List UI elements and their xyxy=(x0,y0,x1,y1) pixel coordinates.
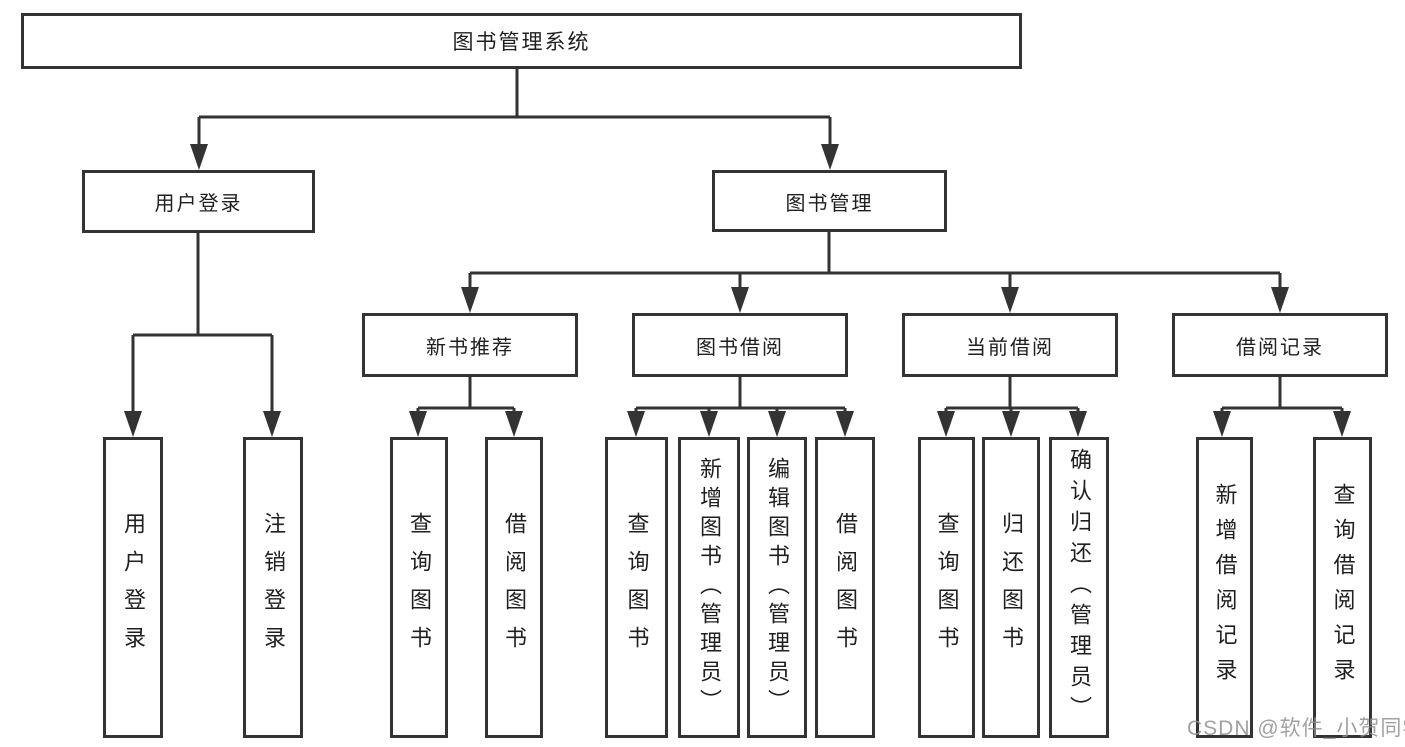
node-new-book-recommend: 新书推荐 xyxy=(362,313,578,377)
leaf-label: 查询借阅记录 xyxy=(1330,482,1356,693)
leaf-nb-borrow-book: 借阅图书 xyxy=(485,437,543,738)
leaf-cb-confirm-return-admin: 确认归还（管理员） xyxy=(1049,437,1109,738)
leaf-br-query-borrow-record: 查询借阅记录 xyxy=(1313,437,1372,738)
csdn-watermark: CSDN @软件_小贺同学 xyxy=(1187,717,1405,740)
node-label: 图书借阅 xyxy=(696,336,784,359)
leaf-label: 查询图书 xyxy=(934,511,960,664)
leaf-label: 查询图书 xyxy=(407,511,432,664)
leaf-bb-edit-book-admin: 编辑图书（管理员） xyxy=(747,437,807,738)
leaf-label: 注销登录 xyxy=(261,511,286,664)
node-current-borrow: 当前借阅 xyxy=(902,313,1118,377)
node-label: 新书推荐 xyxy=(426,336,514,359)
node-borrow-record: 借阅记录 xyxy=(1172,313,1388,377)
node-label: 图书管理 xyxy=(785,192,874,215)
leaf-label: 用户登录 xyxy=(121,511,146,664)
node-label: 图书管理系统 xyxy=(452,31,591,54)
leaf-label: 归还图书 xyxy=(999,511,1024,664)
node-user-login: 用户登录 xyxy=(82,170,315,233)
node-label: 借阅记录 xyxy=(1236,336,1324,359)
node-label: 当前借阅 xyxy=(966,336,1054,359)
node-book-borrow: 图书借阅 xyxy=(632,313,848,377)
leaf-cb-query-book: 查询图书 xyxy=(918,437,975,738)
leaf-cb-return-book: 归还图书 xyxy=(982,437,1040,738)
leaf-label: 编辑图书（管理员） xyxy=(765,457,790,718)
leaf-bb-query-book: 查询图书 xyxy=(605,437,668,738)
node-library-management-system: 图书管理系统 xyxy=(21,13,1022,69)
node-book-management: 图书管理 xyxy=(712,170,947,232)
leaf-bb-borrow-book: 借阅图书 xyxy=(815,437,875,738)
leaf-label: 新增借阅记录 xyxy=(1212,482,1238,693)
leaf-label: 借阅图书 xyxy=(833,511,858,664)
leaf-bb-add-book-admin: 新增图书（管理员） xyxy=(678,437,740,738)
leaf-logout-login: 注销登录 xyxy=(243,437,303,738)
leaf-nb-query-book: 查询图书 xyxy=(390,437,448,738)
leaf-user-login: 用户登录 xyxy=(103,437,163,738)
leaf-label: 确认归还（管理员） xyxy=(1067,448,1092,727)
leaf-label: 查询图书 xyxy=(624,511,650,664)
leaf-label: 新增图书（管理员） xyxy=(697,457,722,718)
node-label: 用户登录 xyxy=(154,193,243,215)
leaf-label: 借阅图书 xyxy=(502,511,527,664)
leaf-br-add-borrow-record: 新增借阅记录 xyxy=(1196,437,1253,738)
